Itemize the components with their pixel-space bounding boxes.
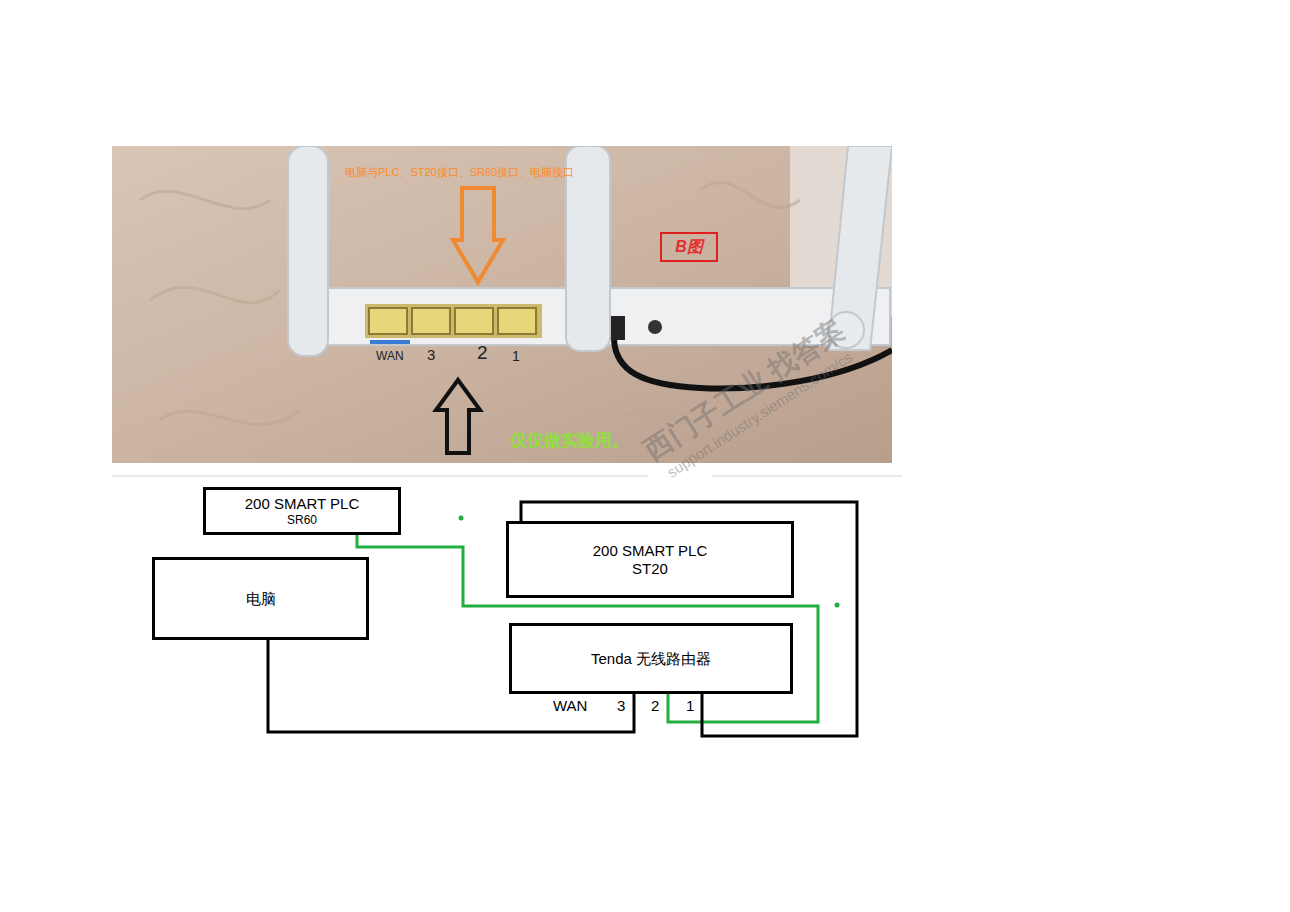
photo-ground (112, 146, 892, 463)
plc-box: 200 SMART PLCSR60 (203, 487, 401, 535)
port-label: 1 (512, 349, 520, 364)
wan-strip (370, 340, 410, 344)
photo-note: 仅仅做实验用。 (510, 432, 629, 451)
dot (835, 603, 840, 608)
node-text: B图 (675, 237, 703, 256)
down-arrow (453, 188, 503, 282)
reset-button (648, 320, 662, 334)
computer-box: 电脑 (152, 557, 369, 640)
port-panel (365, 304, 542, 338)
router-box: Tenda 无线路由器 (509, 623, 793, 694)
photo-note: 电脑与PLC、ST20接口、SR60接口、电脑接口 (345, 166, 574, 178)
dot (459, 516, 464, 521)
node-text: SR60 (287, 513, 317, 527)
port-label: 3 (617, 698, 625, 715)
router-photo (112, 146, 892, 463)
figure-tag: B图 (660, 232, 718, 262)
lan-port (455, 308, 493, 334)
node-text: 电脑 (246, 590, 276, 608)
antenna (288, 146, 328, 356)
node-text: Tenda 无线路由器 (591, 650, 711, 668)
divider (112, 476, 648, 477)
antenna (828, 146, 892, 350)
port-label: 1 (686, 698, 694, 715)
port-label: WAN (376, 350, 404, 363)
lan-port (498, 308, 536, 334)
watermark: 西门子工业 找答案 (639, 315, 850, 467)
divider (712, 476, 902, 477)
node-text: 200 SMART PLC (245, 495, 360, 513)
port-label: 2 (651, 698, 659, 715)
lan-port (369, 308, 407, 334)
port-label: 2 (477, 343, 488, 364)
lan-port (412, 308, 450, 334)
up-arrow (436, 380, 480, 453)
port-label: WAN (553, 698, 587, 715)
node-text: ST20 (632, 560, 668, 578)
plc-box: 200 SMART PLCST20 (506, 521, 794, 598)
node-text: 200 SMART PLC (593, 542, 708, 560)
port-label: 3 (427, 347, 435, 364)
